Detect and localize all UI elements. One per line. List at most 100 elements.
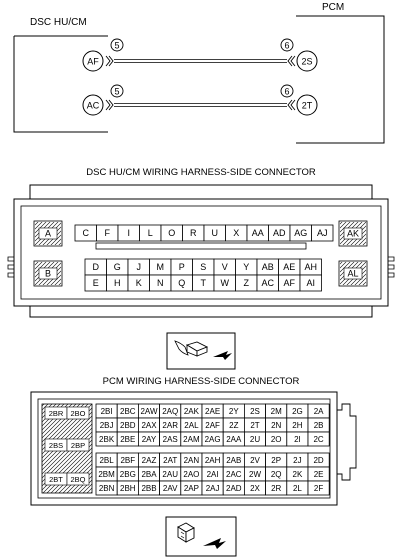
connector-pin: AI — [299, 274, 322, 292]
connector-pin: T — [192, 274, 215, 292]
connector-pin-label: 2J — [293, 456, 301, 465]
connector-pin-cell — [66, 472, 90, 486]
connector-pin: 2Q — [265, 466, 288, 482]
connector-pin: AD — [268, 224, 291, 242]
connector-pin-label: 2C — [313, 435, 323, 444]
terminal-2t-label: 2T — [302, 101, 313, 111]
connector-number-circle — [110, 84, 124, 98]
connector-pin: 2H — [286, 417, 309, 433]
connector-pin-label: AI — [306, 278, 315, 288]
connector-pin-label: 2BD — [120, 421, 136, 430]
connector-pin-label: P — [179, 262, 185, 272]
connector-pin-label: 2BG — [120, 470, 136, 479]
connector-pin: 2BI — [95, 403, 118, 419]
connector-pin-label-box — [343, 227, 363, 240]
connector-pin: 2AP — [180, 480, 203, 496]
connector-pin-cell — [66, 406, 90, 420]
connector-pin-label: 2D — [313, 456, 323, 465]
connector-pin: 2AJ — [201, 480, 224, 496]
connector-pin: 2O — [265, 431, 288, 447]
connector-pin-label: 2BB — [141, 484, 156, 493]
connector-pin: 2X — [243, 480, 266, 496]
connector-pin-label: AG — [294, 228, 307, 238]
connector-pin: 2W — [243, 466, 266, 482]
connector-pin: AK — [338, 220, 368, 247]
connector-pin: M — [149, 258, 172, 276]
connector-pin-label: 2AP — [184, 484, 199, 493]
connector-pin-label: 2W — [249, 470, 261, 479]
connector-pin: X — [225, 224, 248, 242]
connector-pin-label: 2AQ — [162, 407, 178, 416]
connector-pin-label: 2Y — [229, 407, 239, 416]
connector-pin-label: I — [127, 228, 130, 238]
connector-pin-cell — [307, 431, 330, 447]
connector-pin-label: U — [212, 228, 219, 238]
connector-pin: 2J — [286, 452, 309, 468]
connector-pin: S — [192, 258, 215, 276]
connector-pin: 2AH — [201, 452, 224, 468]
pcm-module-box — [296, 15, 385, 144]
connector-pin: 2BM — [95, 466, 118, 482]
connector-pin-label: 2AU — [162, 470, 178, 479]
connector-pin-label: 2AV — [163, 484, 178, 493]
connector-pin: R — [182, 224, 205, 242]
connector-pin: 2BC — [116, 403, 139, 419]
pcm-module-label: PCM — [322, 2, 344, 13]
connector-pin-cell — [311, 224, 334, 242]
connector-pin: AB — [256, 258, 279, 276]
connector-pin: 2AT — [159, 452, 182, 468]
connector-pin: 2B — [307, 417, 330, 433]
connector-pin: 2D — [307, 452, 330, 468]
connector-number: 5 — [114, 87, 119, 97]
terminal-af — [82, 50, 104, 72]
connector-pin-label: F — [105, 228, 111, 238]
connector-pin-label: G — [114, 262, 121, 272]
connector-pin-label: 2AH — [205, 456, 221, 465]
connector-pin-label: 2G — [292, 407, 303, 416]
connector-pin: 2BH — [116, 480, 139, 496]
connector-pin-label: K — [136, 278, 142, 288]
connector-pin: 2S — [243, 403, 266, 419]
connector-plug-icon — [165, 516, 237, 557]
connector-pin-label: 2AI — [207, 470, 219, 479]
connector-pin-label: 2BQ — [70, 475, 85, 484]
connector-pin-label: 2BH — [120, 484, 136, 493]
connector-pin: K — [127, 274, 150, 292]
connector-pin-label: AL — [347, 269, 358, 279]
connector-pin: 2K — [286, 466, 309, 482]
connector-pin-label: 2BC — [120, 407, 136, 416]
connector-pin: AA — [246, 224, 269, 242]
connector-pin: 2BN — [95, 480, 118, 496]
connector-pin: 2BB — [137, 480, 160, 496]
connector-pin: 2AQ — [159, 403, 182, 419]
connector-pin: AH — [299, 258, 322, 276]
connector-pin: AF — [278, 274, 301, 292]
connector-pin: 2BL — [95, 452, 118, 468]
connector-number-circle — [280, 84, 294, 98]
connector-pin-label: 2AL — [184, 421, 199, 430]
connector-pin: 2BD — [116, 417, 139, 433]
connector-pin-label: 2AR — [162, 421, 178, 430]
connector-pin-label: 2BN — [99, 484, 115, 493]
connector-pin: 2C — [307, 431, 330, 447]
connector-pin-label: W — [221, 278, 230, 288]
connector-pin: 2BJ — [95, 417, 118, 433]
connector-pin: 2AV — [159, 480, 182, 496]
connector-pin-cell — [66, 438, 90, 452]
connector-pin: 2N — [265, 417, 288, 433]
connector-pin-label: 2AN — [184, 456, 200, 465]
connector-pin: A — [33, 220, 63, 247]
connector-pin-label: 2A — [314, 407, 324, 416]
connector-pin-label: 2AC — [226, 470, 242, 479]
connector-pin: 2AG — [201, 431, 224, 447]
connector-pin-label: 2AT — [163, 456, 177, 465]
connector-pin: 2L — [286, 480, 309, 496]
connector-pin: 2F — [307, 480, 330, 496]
dsc-module-box — [13, 35, 108, 133]
connector-number-circle — [110, 38, 124, 52]
terminal-ac — [82, 94, 104, 116]
connector-pin-label: 2AA — [226, 435, 242, 444]
connector-pin: 2AK — [180, 403, 203, 419]
connector-pin-label: 2AX — [141, 421, 157, 430]
